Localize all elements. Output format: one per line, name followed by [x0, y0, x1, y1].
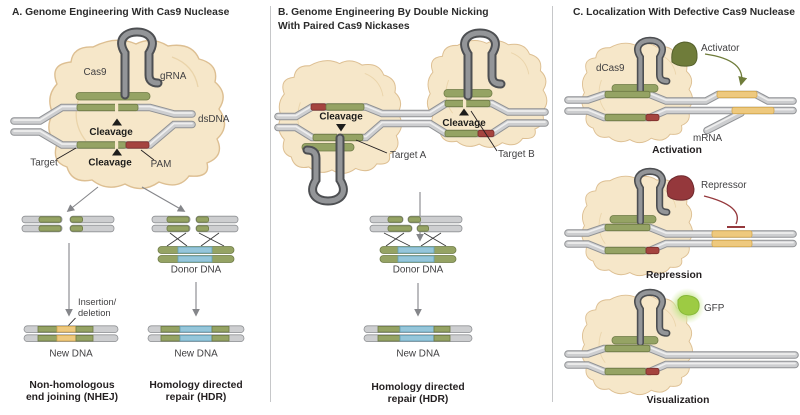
- panel-b-title-line1: B. Genome Engineering By Double Nicking: [278, 7, 489, 18]
- panel-a-title: A. Genome Engineering With Cas9 Nuclease: [12, 7, 230, 18]
- hdr-caption-b-line1: Homology directed: [371, 382, 464, 393]
- nick-right: [463, 99, 467, 108]
- donor-dna-a: [157, 246, 235, 263]
- cut-dna-hdr: [151, 215, 239, 233]
- new-dna-label-b: New DNA: [396, 349, 440, 360]
- dsdna-label: dsDNA: [198, 114, 230, 125]
- cut-dna-b: [369, 215, 463, 233]
- hdr-caption-a-line1: Homology directed: [149, 380, 242, 391]
- inhibition-line: [703, 195, 738, 225]
- repressor-icon: [666, 175, 695, 201]
- donor-dna-b: [379, 246, 457, 263]
- cleavage-arrow-top-icon: [112, 118, 122, 126]
- grna-spacer-c2: [609, 215, 657, 224]
- pam-label: PAM: [151, 159, 172, 170]
- panel-a: A. Genome Engineering With Cas9 Nuclease…: [10, 7, 245, 403]
- mrna-label: mRNA: [693, 133, 722, 144]
- target-b-pointer-line: [470, 110, 498, 152]
- target-segment-top: [76, 103, 139, 112]
- activated-gene-segment: [716, 90, 758, 99]
- visualization-caption: Visualization: [647, 395, 710, 406]
- grna-label: gRNA: [160, 71, 187, 82]
- repressor-label: Repressor: [701, 180, 747, 191]
- activation-caption: Activation: [652, 145, 702, 156]
- cleavage-arrow-bottom-icon: [112, 148, 122, 156]
- insertion-label-line1: Insertion/: [78, 297, 117, 307]
- new-dna-b: [363, 325, 473, 342]
- gfp-label: GFP: [704, 303, 725, 314]
- target-b-segment-top: [444, 99, 491, 108]
- insertion-label-line2: deletion: [78, 308, 111, 318]
- dcas9-label: dCas9: [596, 63, 625, 74]
- nhej-caption-line1: Non-homologous: [29, 380, 114, 391]
- new-dna-hdr-a: [147, 325, 245, 342]
- branch-arrow-left: [66, 186, 99, 213]
- new-dna-label-nhej: New DNA: [49, 349, 93, 360]
- target-pointer-line: [56, 147, 77, 160]
- cleavage-label-right: Cleavage: [442, 118, 486, 129]
- target-a-pointer-line: [355, 139, 388, 154]
- cleavage-nick-top: [115, 103, 119, 112]
- cut-dna-nhej: [21, 215, 115, 233]
- repression-figure: Repressor Repression: [564, 171, 797, 281]
- donor-dna-label-b: Donor DNA: [393, 265, 444, 276]
- cleavage-arrow-right-icon: [459, 108, 469, 116]
- pam-pointer-line: [140, 149, 155, 161]
- target-segment-bottom: [76, 141, 127, 149]
- target-b-segment-bottom: [444, 129, 479, 138]
- donor-dna-label-a: Donor DNA: [171, 265, 222, 276]
- repressed-gene-segment: [711, 230, 753, 238]
- pam-segment: [125, 141, 150, 149]
- gfp-icon: [677, 295, 700, 316]
- activator-label: Activator: [701, 43, 740, 54]
- panel-c: C. Localization With Defective Cas9 Nucl…: [564, 7, 799, 406]
- panel-b-title-line2: With Paired Cas9 Nickases: [278, 21, 410, 32]
- cleavage-label-left: Cleavage: [319, 112, 363, 123]
- activator-icon: [671, 41, 698, 67]
- grna-spacer-segment: [75, 92, 151, 101]
- target-a-segment-top: [325, 103, 365, 111]
- panel-c-title: C. Localization With Defective Cas9 Nucl…: [573, 7, 795, 18]
- activation-figure: dCas9 Activator mRNA Activation: [564, 40, 797, 156]
- nhej-caption-line2: end joining (NHEJ): [26, 392, 118, 403]
- cleavage-arrow-left-icon: [336, 124, 346, 132]
- target-label: Target: [30, 158, 58, 169]
- target-b-label: Target B: [498, 149, 535, 160]
- branch-arrow-right: [141, 186, 186, 212]
- grna-spacer-c3: [611, 336, 659, 345]
- recombination-lines-a: [166, 232, 225, 247]
- activation-arrow: [704, 53, 748, 86]
- new-dna-nhej: [23, 325, 119, 342]
- target-a-label: Target A: [390, 150, 427, 161]
- hdr-caption-b-line2: repair (HDR): [388, 394, 449, 405]
- new-dna-label-hdr-a: New DNA: [174, 349, 218, 360]
- cleavage-nick-bottom: [115, 140, 119, 150]
- cleavage-label-bottom: Cleavage: [88, 158, 132, 169]
- repression-caption: Repression: [646, 270, 702, 281]
- cas9-complex: Cleavage Cleavage Cas9 gRNA dsDNA Target…: [10, 32, 230, 190]
- pam-segment-left: [310, 103, 327, 111]
- panel-b: B. Genome Engineering By Double Nicking …: [274, 7, 549, 405]
- recombination-lines-b: [383, 232, 447, 247]
- cleavage-label-top: Cleavage: [89, 127, 133, 138]
- hdr-caption-a-line2: repair (HDR): [166, 392, 227, 403]
- visualization-figure: GFP Visualization: [564, 288, 799, 406]
- cas9-label: Cas9: [83, 67, 107, 78]
- grna-spacer-c1: [611, 84, 659, 93]
